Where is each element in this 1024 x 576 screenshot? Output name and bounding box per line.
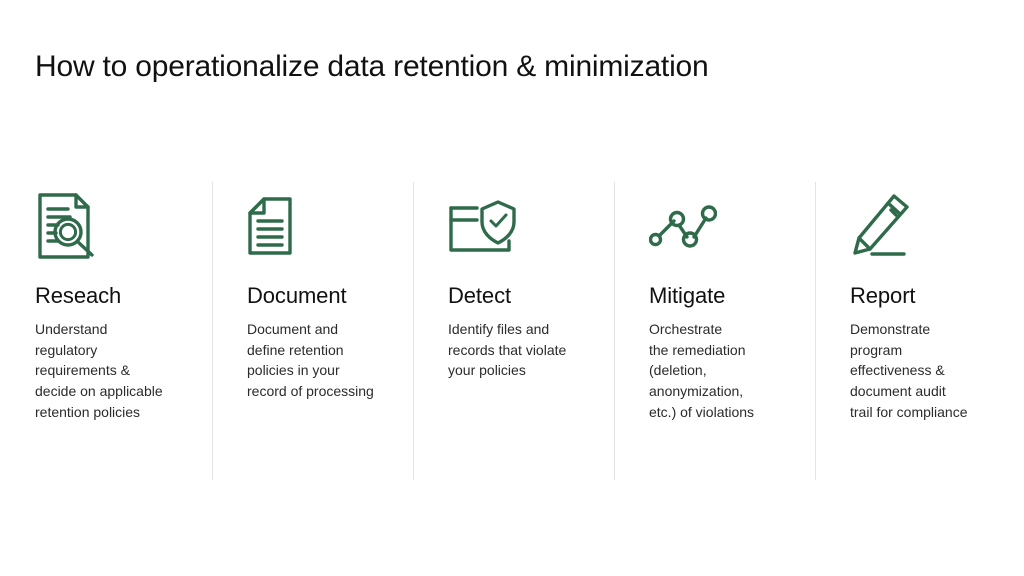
steps-row: Reseach Understand regulatory requiremen… [0, 182, 1024, 480]
step-heading: Mitigate [649, 283, 726, 308]
document-magnifier-icon [35, 182, 198, 270]
step-column-research: Reseach Understand regulatory requiremen… [0, 182, 212, 480]
pencil-underline-icon [850, 182, 1002, 270]
step-description: Document and define retention policies i… [247, 321, 374, 399]
step-heading: Report [850, 283, 916, 308]
step-column-document: Document Document and define retention p… [212, 182, 413, 480]
step-description: Understand regulatory requirements & dec… [35, 321, 163, 420]
step-heading: Detect [448, 283, 511, 308]
step-heading: Document [247, 283, 347, 308]
step-column-mitigate: Mitigate Orchestrate the remediation (de… [614, 182, 815, 480]
step-description: Demonstrate program effectiveness & docu… [850, 321, 968, 420]
folder-shield-check-icon [448, 182, 600, 270]
step-heading: Reseach [35, 283, 122, 308]
step-description: Identify files and records that violate … [448, 321, 567, 379]
step-description: Orchestrate the remediation (deletion, a… [649, 321, 755, 420]
step-column-detect: Detect Identify files and records that v… [413, 182, 614, 480]
node-graph-icon [649, 182, 801, 270]
step-column-report: Report Demonstrate program effectiveness… [815, 182, 1016, 480]
page-title: How to operationalize data retention & m… [35, 50, 709, 83]
document-lines-icon [247, 182, 399, 270]
